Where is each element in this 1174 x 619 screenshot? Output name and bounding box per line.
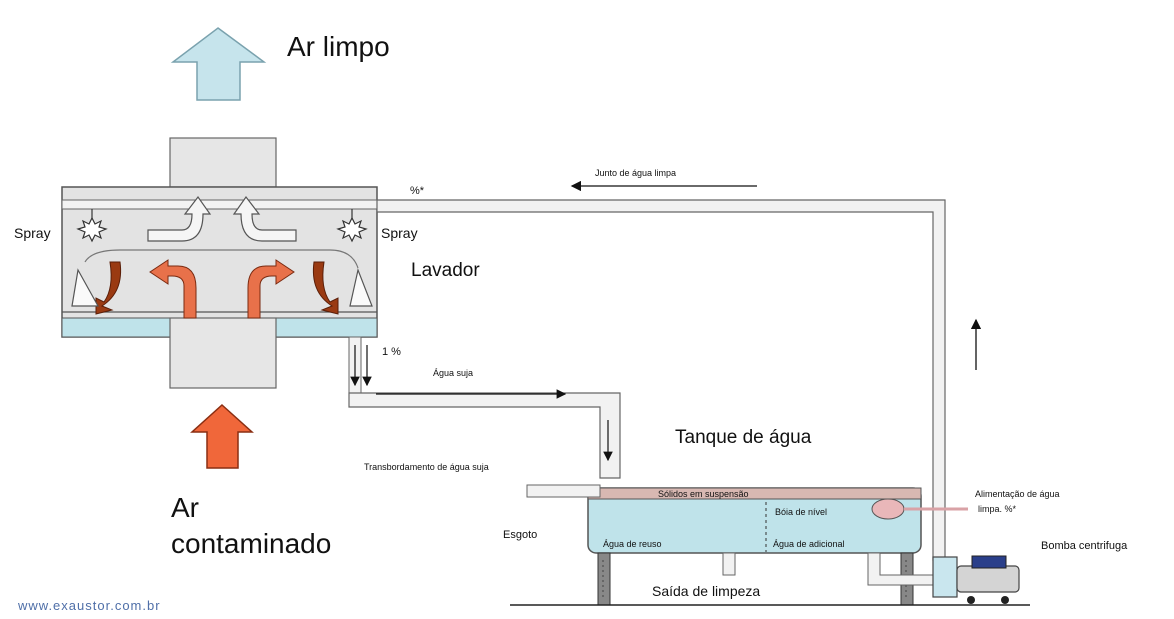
clean-air-label: Ar limpo <box>287 31 390 62</box>
tank-label: Tanque de água <box>675 427 812 448</box>
percent-top-label: %* <box>410 185 425 197</box>
suspended-solids-label: Sólidos em suspensão <box>658 489 749 499</box>
eliminator-right <box>349 267 373 307</box>
clean-water-return-label: Junto de água limpa <box>595 168 676 178</box>
spray-header-pipe <box>61 199 378 210</box>
centrifugal-pump <box>932 555 1020 604</box>
exit-flow-arrow-left <box>147 195 212 242</box>
spray-left-label: Spray <box>14 225 51 241</box>
spray-nozzle-left-icon <box>76 216 108 243</box>
float-valve-icon <box>871 498 905 520</box>
clean-air-arrow <box>170 27 267 101</box>
contaminated-air-arrow <box>190 403 254 469</box>
eliminator-left <box>71 268 100 307</box>
reuse-water-label: Água de reuso <box>603 539 662 549</box>
washer-label: Lavador <box>411 260 480 281</box>
float-level-label: Bóia de nível <box>775 507 827 517</box>
spray-nozzle-right-icon <box>336 216 368 243</box>
sewer-label: Esgoto <box>503 529 537 541</box>
added-water-label: Água de adicional <box>773 539 845 549</box>
clean-water-feed-label-line2: limpa. %* <box>978 504 1017 514</box>
dirty-water-pipe <box>348 392 621 479</box>
down-flow-arrow-right <box>312 261 339 315</box>
spray-right-label: Spray <box>381 225 418 241</box>
overflow-pipe <box>526 484 601 498</box>
centrifugal-pump-label: Bomba centrifuga <box>1041 540 1128 552</box>
exit-flow-arrow-right <box>232 195 297 242</box>
clean-water-feed-label-line1: Alimentação de água <box>975 489 1060 499</box>
website-watermark: www.exaustor.com.br <box>17 598 161 613</box>
contaminated-air-label-line2: contaminado <box>171 528 331 559</box>
cleaning-outlet-label: Saída de limpeza <box>652 583 760 599</box>
inlet-flow-arrow-right <box>247 259 295 319</box>
one-percent-label: 1 % <box>382 346 401 358</box>
inlet-flow-arrow-left <box>149 259 197 319</box>
tank-leg-left <box>597 552 611 606</box>
cleaning-outlet-stub <box>722 552 736 576</box>
dirty-water-label: Água suja <box>433 368 473 378</box>
overflow-label: Transbordamento de água suja <box>364 462 489 472</box>
washer-bottom-duct <box>169 317 277 389</box>
suspended-solids-layer <box>587 487 922 500</box>
contaminated-air-label-line1: Ar <box>171 492 199 523</box>
washer-top-duct <box>169 137 277 188</box>
